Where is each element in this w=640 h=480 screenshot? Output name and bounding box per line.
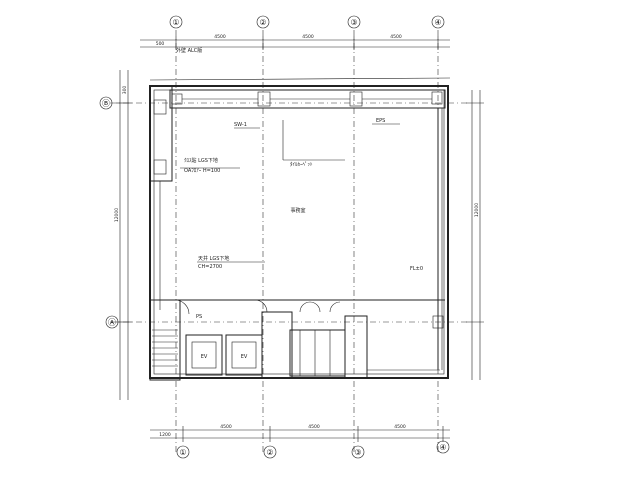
top-window-band <box>169 89 446 109</box>
grid-bubble-col-3: ③ ③ <box>347 15 365 459</box>
door-swing-4 <box>309 301 321 313</box>
note-ps: PS <box>196 314 202 320</box>
left-wall-band <box>149 85 173 310</box>
right-wall-band <box>432 108 444 370</box>
dim-top-b: 4500 <box>302 34 314 40</box>
grid-label-top-1: ① <box>172 18 179 27</box>
core-area: EV EV <box>149 299 445 381</box>
grid-label-bottom-1: ① <box>179 448 186 457</box>
elevator-1 <box>185 334 223 376</box>
note-floor: OAﾌﾛｱｰ H=100 <box>184 168 220 174</box>
dim-top-small: 500 <box>156 41 165 47</box>
dimension-chain-right: 12000 <box>466 90 484 380</box>
grid-label-left-b: Ⓑ <box>102 99 110 108</box>
note-switch: SW-1 <box>234 122 247 128</box>
grid-bubble-row-b: Ⓑ <box>99 96 113 110</box>
door-swing-2 <box>254 299 268 313</box>
dim-top-a: 4500 <box>214 34 226 40</box>
dim-left-total: 12000 <box>114 208 120 222</box>
grid-label-top-4: ④ <box>434 18 441 27</box>
grid-label-bottom-4: ④ <box>439 443 446 452</box>
grid-label-bottom-2: ② <box>266 448 273 457</box>
door-swing-5 <box>329 301 341 313</box>
dimension-chain-bottom: 4500 4500 4500 1200 <box>150 424 450 442</box>
note-carpet: ﾀｲﾙｶｰﾍﾟｯﾄ <box>290 161 313 168</box>
dim-bottom-c: 4500 <box>394 424 406 430</box>
grid-label-top-3: ③ <box>350 18 357 27</box>
grid-label-top-2: ② <box>259 18 266 27</box>
note-eps: EPS <box>376 118 385 124</box>
door-swing-1 <box>174 299 190 315</box>
grid-bubble-col-4: ④ ④ <box>431 15 450 454</box>
dim-top-c: 4500 <box>390 34 402 40</box>
elevator-2-label: EV <box>241 354 248 360</box>
note-ceiling: 天井 LGS下地 <box>198 255 229 262</box>
grid-lines <box>110 30 470 452</box>
grid-label-bottom-3: ③ <box>354 448 361 457</box>
note-floor-level: FL±0 <box>410 266 423 272</box>
grid-label-left-a: Ⓐ <box>108 318 116 327</box>
stair <box>152 329 178 367</box>
dimension-chain-left: 12000 300 <box>114 70 132 400</box>
grid-bubble-col-2: ② ② <box>256 15 277 459</box>
dim-left-small: 300 <box>122 86 128 95</box>
dim-bottom-b: 4500 <box>308 424 320 430</box>
elevator-1-label: EV <box>201 354 208 360</box>
dim-bottom-small: 1200 <box>159 432 171 438</box>
dimension-chain-top: 4500 4500 4500 500 <box>140 34 450 50</box>
note-exterior-wall: 外壁 ALC版 <box>176 47 202 54</box>
dim-bottom-a: 4500 <box>220 424 232 430</box>
note-ceiling-height: CH=2700 <box>198 264 222 270</box>
grid-bubble-col-1: ① ① <box>169 15 190 459</box>
door-swing-3 <box>299 301 311 313</box>
center-room-label: 事務室 <box>290 207 305 214</box>
dim-right-total: 12000 <box>474 203 480 217</box>
annotations: 事務室 ｸﾛｽ貼 LGS下地 OAﾌﾛｱｰ H=100 ﾀｲﾙｶｰﾍﾟｯﾄ 外壁… <box>176 47 423 320</box>
restroom-block <box>289 329 346 377</box>
note-wall-finish: ｸﾛｽ貼 LGS下地 <box>184 157 218 164</box>
